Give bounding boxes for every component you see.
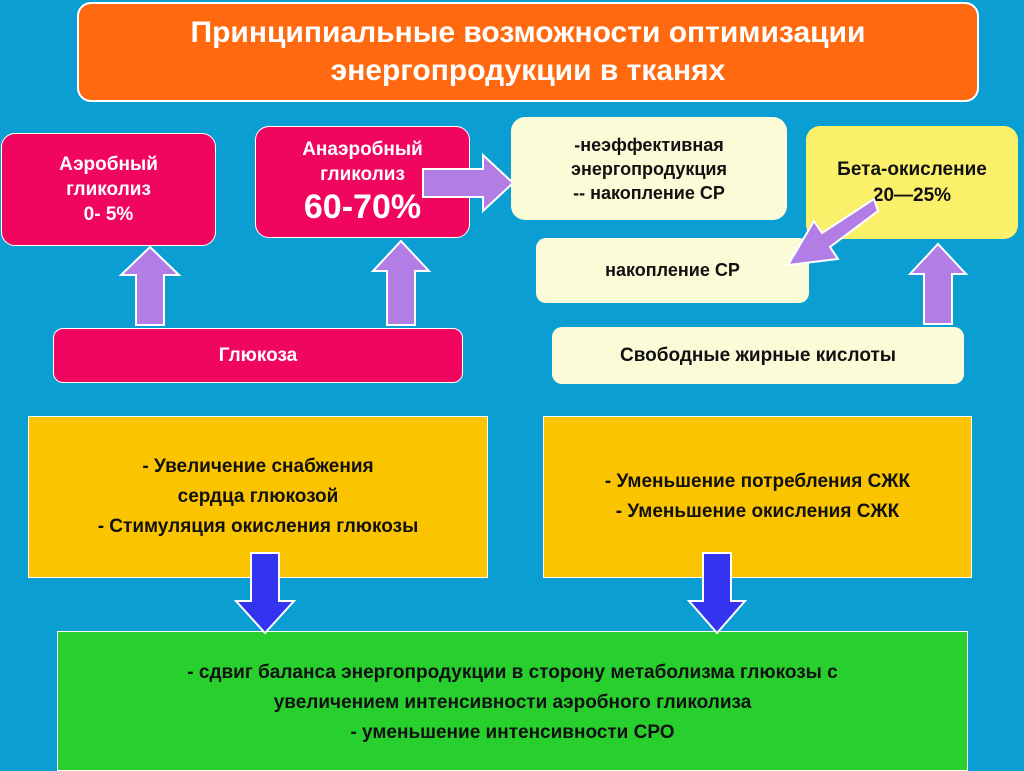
fatty-acid-effects-line-2: - Уменьшение окисления СЖК [615, 501, 900, 522]
anaerobic-line-1: Анаэробный [302, 139, 423, 160]
outcome-line-2: увеличением интенсивности аэробного глик… [273, 692, 752, 713]
beta-percent: 20—25% [872, 184, 952, 206]
glucose-effects-line-1: - Увеличение снабжения [142, 456, 374, 477]
up-arrow-icon [118, 245, 182, 326]
accumulation-box: накопление СР [536, 238, 809, 303]
aerobic-glycolysis-box: Аэробный гликолиз 0- 5% [1, 133, 216, 246]
inefficient-line-1: -неэффективная [574, 134, 724, 155]
up-arrow-icon [370, 239, 432, 326]
title-box: Принципиальные возможности оптимизации э… [77, 2, 979, 102]
aerobic-line-1: Аэробный [59, 154, 158, 175]
glucose-label: Глюкоза [218, 344, 298, 366]
outcome-line-3: - уменьшение интенсивности СРО [350, 722, 675, 743]
anaerobic-line-2: гликолиз [320, 164, 405, 185]
aerobic-line-2: гликолиз [66, 179, 151, 200]
glucose-box: Глюкоза [53, 328, 463, 383]
glucose-effects-box: - Увеличение снабжения сердца глюкозой -… [28, 416, 488, 578]
free-fatty-acids-box: Свободные жирные кислоты [552, 327, 964, 384]
inefficient-production-box: -неэффективная энергопродукция -- накопл… [511, 117, 787, 220]
up-arrow-icon [907, 242, 969, 325]
fatty-acid-effects-box: - Уменьшение потребления СЖК - Уменьшени… [543, 416, 972, 578]
diagonal-arrow-icon [786, 197, 880, 267]
right-arrow-icon [422, 152, 515, 214]
anaerobic-percent: 60-70% [303, 188, 422, 226]
title-line-2: энергопродукции в тканях [330, 54, 726, 87]
inefficient-line-2: энергопродукция [571, 158, 727, 179]
glucose-effects-line-2: сердца глюкозой [177, 486, 339, 507]
beta-line-1: Бета-окисление [837, 158, 987, 180]
down-arrow-icon [686, 552, 748, 635]
fatty-acid-effects-line-1: - Уменьшение потребления СЖК [604, 471, 911, 492]
outcome-line-1: - сдвиг баланса энергопродукции в сторон… [187, 662, 838, 683]
inefficient-line-3: -- накопление СР [573, 182, 725, 203]
outcome-box: - сдвиг баланса энергопродукции в сторон… [57, 631, 968, 771]
title-line-1: Принципиальные возможности оптимизации [190, 16, 866, 49]
down-arrow-icon [233, 552, 297, 635]
glucose-effects-line-3: - Стимуляция окисления глюкозы [97, 516, 419, 537]
free-fatty-acids-label: Свободные жирные кислоты [619, 344, 896, 366]
accumulation-label: накопление СР [605, 260, 740, 280]
aerobic-percent: 0- 5% [83, 204, 134, 225]
